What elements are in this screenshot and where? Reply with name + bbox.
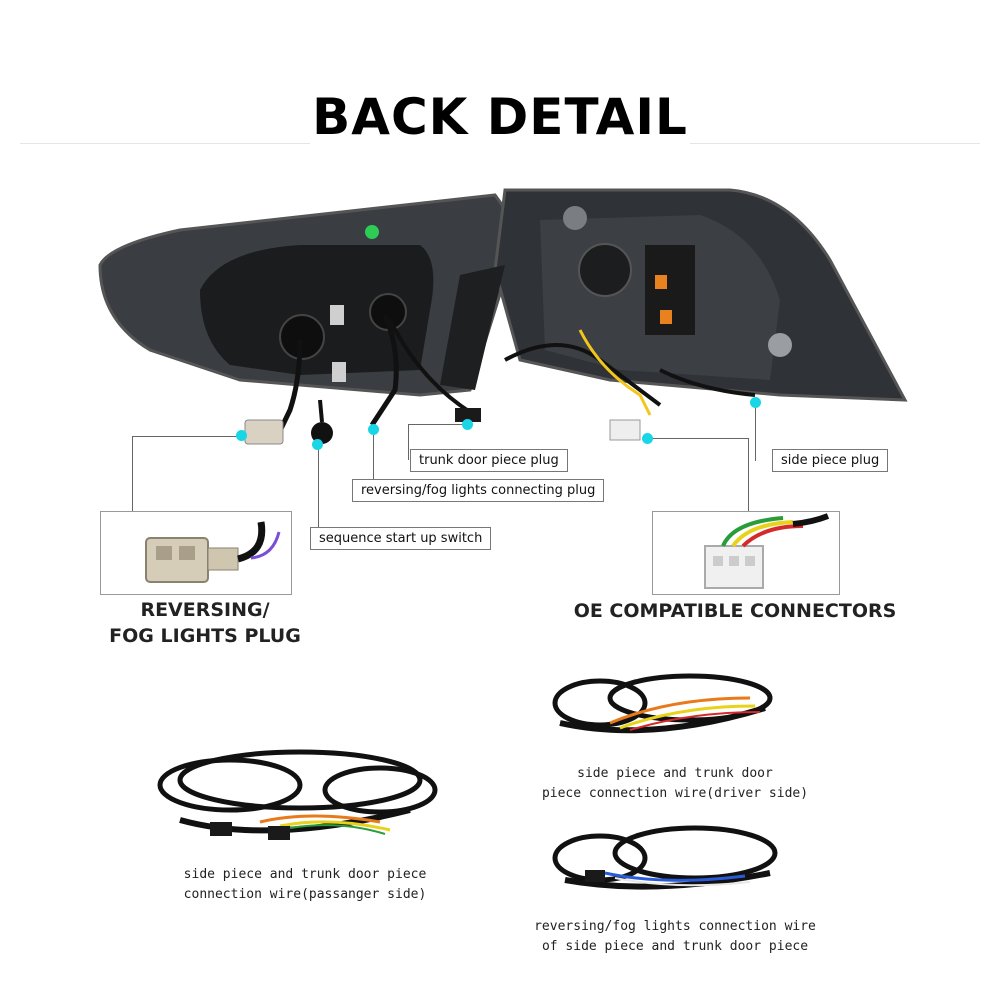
leader-line bbox=[748, 438, 749, 512]
driver-wire-photo bbox=[552, 673, 773, 734]
label-reversing-line1: REVERSING/ bbox=[140, 599, 270, 621]
inset-reversing-plug bbox=[100, 511, 292, 595]
connector-marker bbox=[642, 433, 653, 444]
connector-marker bbox=[462, 419, 473, 430]
label-reversing-line2: FOG LIGHTS PLUG bbox=[109, 625, 301, 647]
connector-marker bbox=[368, 424, 379, 435]
leader-line bbox=[408, 424, 409, 460]
caption-passenger-line1: side piece and trunk door piece bbox=[183, 867, 427, 882]
taillight-back-illustration bbox=[98, 188, 908, 445]
leader-line bbox=[755, 403, 756, 461]
connector-marker bbox=[312, 439, 323, 450]
page-title: BACK DETAIL bbox=[312, 88, 688, 146]
title-divider-right bbox=[690, 143, 980, 144]
label-oe-connectors: OE COMPATIBLE CONNECTORS bbox=[573, 600, 897, 622]
leader-line bbox=[373, 428, 374, 490]
leader-line bbox=[132, 436, 133, 512]
caption-reversing-line2: of side piece and trunk door piece bbox=[541, 939, 809, 954]
reversing-plug-photo bbox=[145, 521, 281, 583]
callout-sequence-switch: sequence start up switch bbox=[310, 527, 492, 550]
callout-reversing-plug: reversing/fog lights connecting plug bbox=[352, 479, 605, 502]
caption-driver-line1: side piece and trunk door bbox=[577, 766, 773, 781]
connector-marker bbox=[750, 397, 761, 408]
callout-trunk-door-plug: trunk door piece plug bbox=[410, 449, 568, 472]
leader-line bbox=[132, 436, 242, 437]
title-divider-left bbox=[20, 143, 310, 144]
caption-passenger-line2: connection wire(passanger side) bbox=[183, 887, 427, 902]
leader-line bbox=[318, 444, 319, 540]
leader-line bbox=[408, 424, 468, 425]
leader-line bbox=[648, 438, 748, 439]
caption-reversing-line1: reversing/fog lights connection wire bbox=[534, 919, 816, 934]
passenger-wire-photo bbox=[157, 749, 438, 840]
caption-driver-line2: piece connection wire(driver side) bbox=[541, 786, 809, 801]
inset-oe-connectors bbox=[652, 511, 840, 595]
oe-connector-photo bbox=[704, 513, 830, 589]
callout-side-piece-plug: side piece plug bbox=[772, 449, 889, 472]
connector-marker bbox=[236, 430, 247, 441]
reversing-wire-photo bbox=[552, 825, 778, 890]
